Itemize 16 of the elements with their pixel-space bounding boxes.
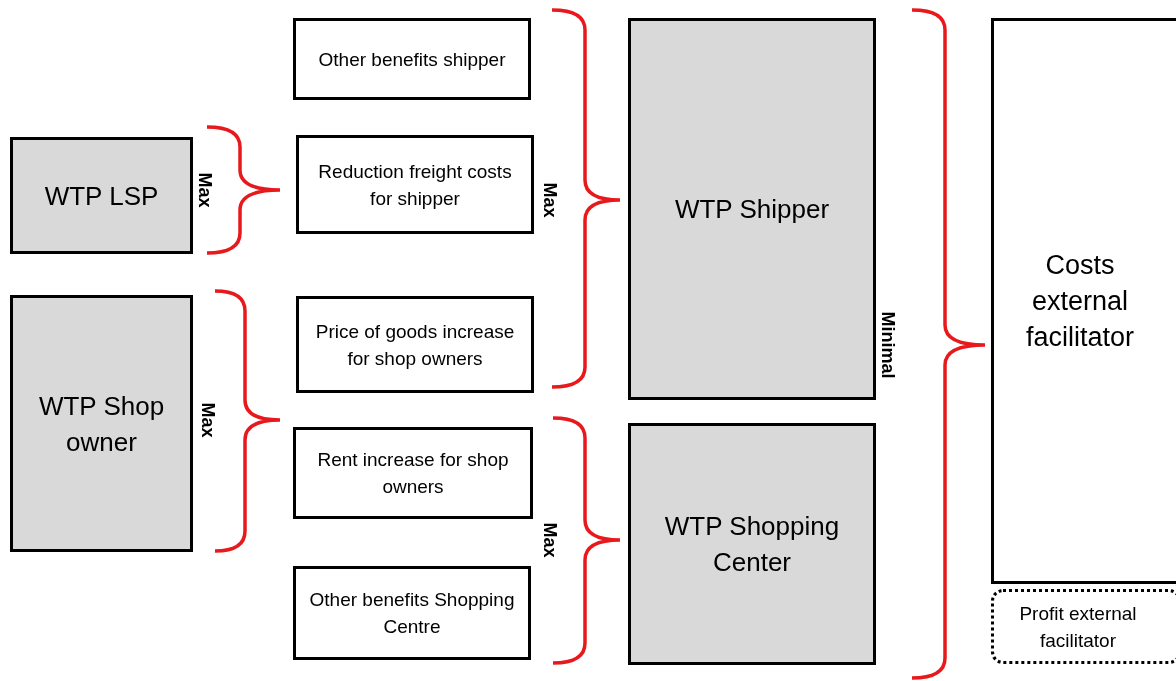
stakeholder-box: WTP LSP (10, 137, 193, 254)
stakeholder-box: WTP Shop owner (10, 295, 193, 552)
text-box: Rent increase for shop owners (293, 427, 533, 519)
brace-label: Max (198, 402, 218, 438)
brace-label: Minimal (878, 311, 898, 379)
stakeholder-box: WTP Shipper (628, 18, 876, 400)
text-box: Other benefits Shopping Centre (293, 566, 531, 660)
brace-label: Max (540, 182, 560, 218)
brace-label: Max (195, 172, 215, 208)
text-box: Reduction freight costs for shipper (296, 135, 534, 234)
stakeholder-box: WTP Shopping Center (628, 423, 876, 665)
text-box: Price of goods increase for shop owners (296, 296, 534, 393)
brace-label: Max (540, 522, 560, 558)
text-box: Costs external facilitator (991, 18, 1176, 584)
dotted-box: Profit external facilitator (991, 589, 1176, 664)
text-box: Other benefits shipper (293, 18, 531, 100)
